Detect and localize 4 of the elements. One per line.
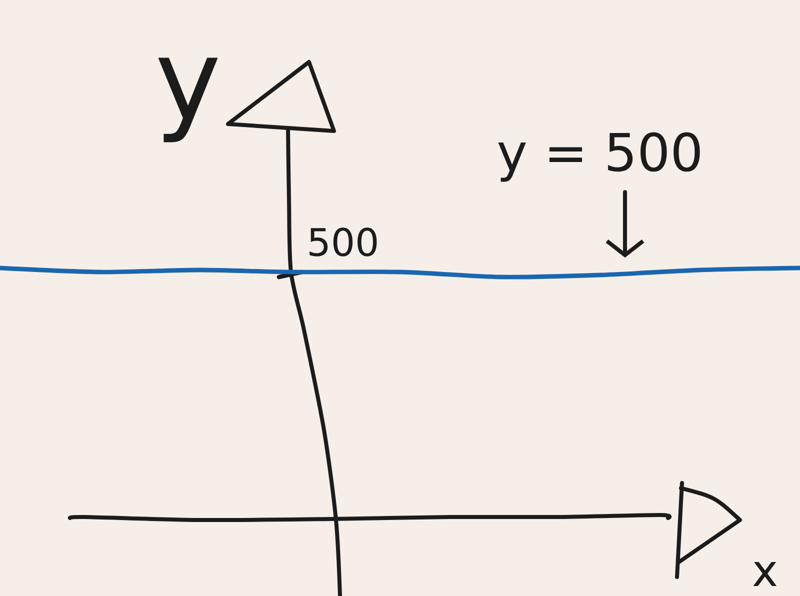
- axis-label: x: [753, 562, 777, 586]
- horizontal-line: [0, 266, 800, 280]
- equation-label: y = 500: [498, 132, 700, 182]
- axis-label: y: [158, 58, 218, 142]
